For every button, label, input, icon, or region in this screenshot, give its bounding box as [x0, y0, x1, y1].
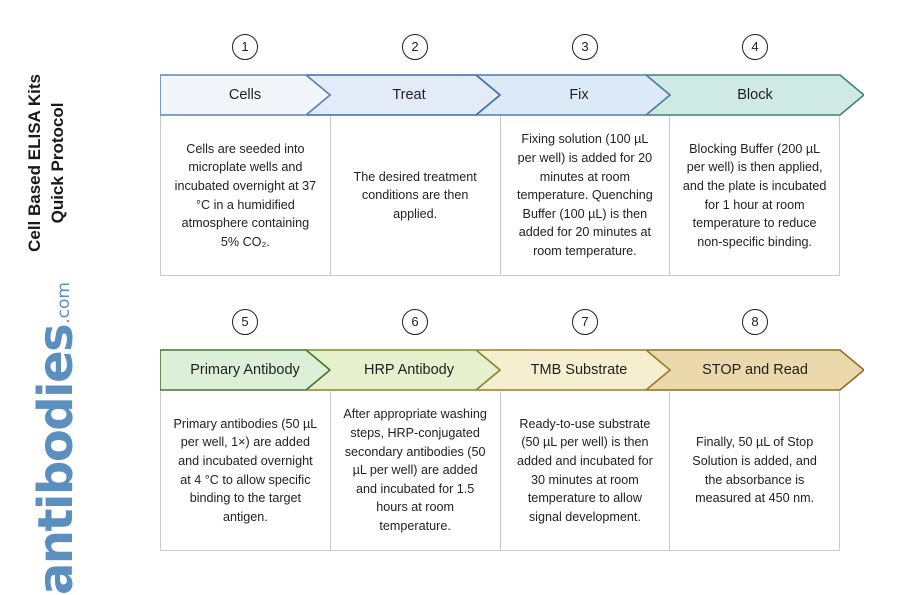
flow-step-description-text-4: Blocking Buffer (200 µL per well) is the… — [682, 141, 827, 249]
chevron-strip-2: Primary Antibody HRP Antibody TMB Substrat… — [160, 349, 864, 391]
step-number-badge-4: 4 — [742, 34, 768, 60]
flow-step-title-7: TMB Substrate — [530, 362, 628, 378]
flow-step-title-3: Fix — [569, 87, 589, 103]
brand-logo: antibodies .com — [20, 282, 85, 595]
step-number-badge-2: 2 — [402, 34, 428, 60]
flow-step-description-text-7: Ready-to-use substrate (50 µL per well) … — [516, 416, 653, 524]
chevron-shape-7 — [476, 349, 670, 391]
flow-step-description-text-8: Finally, 50 µL of Stop Solution is added… — [692, 435, 817, 506]
brand-name: antibodies — [28, 324, 85, 595]
flow-step-title-1: Cells — [228, 87, 262, 103]
chevron-shape-2 — [306, 74, 500, 116]
process-flow-row-1: 1 2 3 4 Cells Treat Fix Block Cells are seeded… — [160, 34, 864, 276]
chevron-strip-1: Cells Treat Fix Block — [160, 74, 864, 116]
step-badge-strip-1: 1 2 3 4 — [160, 34, 840, 74]
flow-step-title-5: Primary Antibody — [190, 362, 300, 378]
description-panel-strip-1: Cells are seeded into microplate wells a… — [160, 116, 840, 276]
chevron-shape-4 — [646, 74, 864, 116]
step-number-badge-7: 7 — [572, 309, 598, 335]
step-number-badge-6: 6 — [402, 309, 428, 335]
left-rail: Cell Based ELISA Kits Quick Protocol ant… — [0, 0, 155, 595]
flow-step-header-2[interactable]: Treat — [306, 74, 500, 116]
flow-step-title-6: HRP Antibody — [363, 362, 454, 378]
flow-step-description-7: Ready-to-use substrate (50 µL per well) … — [501, 391, 671, 550]
flow-step-header-6[interactable]: HRP Antibody — [306, 349, 500, 391]
flow-step-description-text-5: Primary antibodies (50 µL per well, 1×) … — [173, 416, 318, 524]
flow-step-description-text-1: Cells are seeded into microplate wells a… — [174, 141, 317, 249]
chevron-shape-1 — [160, 74, 330, 116]
flow-step-header-7[interactable]: TMB Substrate — [476, 349, 670, 391]
page-title: Cell Based ELISA Kits Quick Protocol — [25, 73, 67, 252]
flow-step-description-4: Blocking Buffer (200 µL per well) is the… — [670, 116, 839, 275]
step-number-badge-1: 1 — [232, 34, 258, 60]
flow-step-description-8: Finally, 50 µL of Stop Solution is added… — [670, 391, 839, 550]
flow-step-header-4[interactable]: Block — [646, 74, 864, 116]
description-panel-strip-2: Primary antibodies (50 µL per well, 1×) … — [160, 391, 840, 551]
step-number-badge-3: 3 — [572, 34, 598, 60]
flow-step-description-text-3: Fixing solution (100 µL per well) is add… — [516, 132, 653, 259]
flow-step-description-1: Cells are seeded into microplate wells a… — [161, 116, 331, 275]
step-badge-strip-2: 5 6 7 8 — [160, 309, 840, 349]
chevron-shape-6 — [306, 349, 500, 391]
flow-step-title-2: Treat — [392, 87, 426, 103]
flow-step-description-5: Primary antibodies (50 µL per well, 1×) … — [161, 391, 331, 550]
process-flow-row-2: 5 6 7 8 Primary Antibody HRP Antibody TMB Sub… — [160, 309, 864, 551]
flow-step-description-6: After appropriate washing steps, HRP-con… — [331, 391, 501, 550]
flow-step-description-text-2: The desired treatment conditions are the… — [353, 169, 477, 221]
chevron-shape-5 — [160, 349, 330, 391]
brand-tld: .com — [54, 282, 74, 324]
flow-step-header-1[interactable]: Cells — [160, 74, 330, 116]
chevron-shape-8 — [646, 349, 864, 391]
chevron-shape-3 — [476, 74, 670, 116]
flow-step-description-text-6: After appropriate washing steps, HRP-con… — [343, 407, 487, 534]
flow-step-title-4: Block — [737, 87, 773, 103]
flow-step-title-8: STOP and Read — [702, 362, 808, 378]
flow-step-header-3[interactable]: Fix — [476, 74, 670, 116]
flow-step-header-5[interactable]: Primary Antibody — [160, 349, 330, 391]
step-number-badge-8: 8 — [742, 309, 768, 335]
flow-step-description-3: Fixing solution (100 µL per well) is add… — [501, 116, 671, 275]
flow-step-header-8[interactable]: STOP and Read — [646, 349, 864, 391]
flow-step-description-2: The desired treatment conditions are the… — [331, 116, 501, 275]
step-number-badge-5: 5 — [232, 309, 258, 335]
